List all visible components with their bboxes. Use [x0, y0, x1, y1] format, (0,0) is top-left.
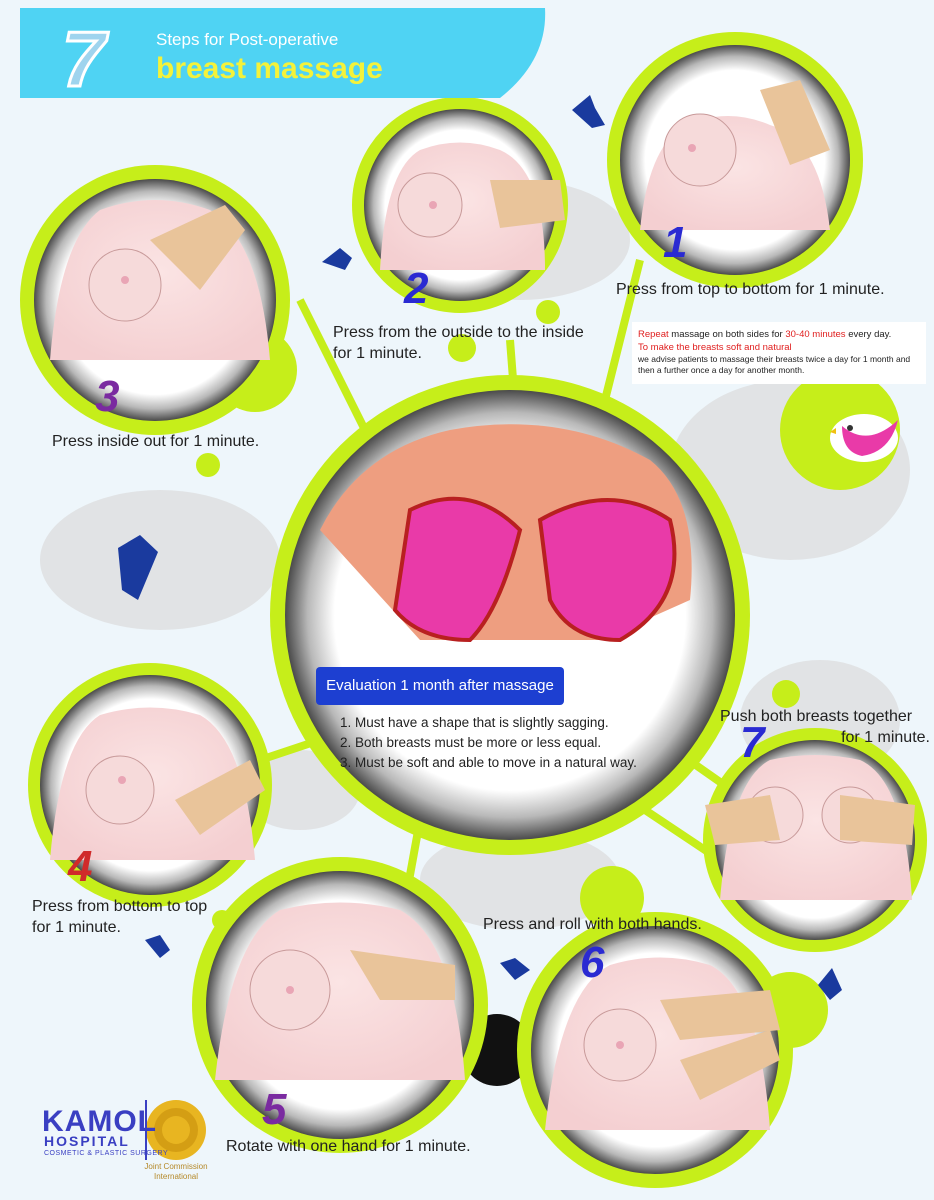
- step-4-line-1: Press from bottom to top: [32, 898, 208, 915]
- evaluation-item: 2. Both breasts must be more or less equ…: [340, 735, 602, 750]
- step-4-line-2: for 1 minute.: [32, 919, 121, 936]
- circle-step-3: [20, 165, 290, 435]
- logo-name: KAMOL: [42, 1105, 157, 1138]
- note-repeat-mid: massage on both sides for: [668, 329, 786, 340]
- circle-step-1: [607, 32, 863, 288]
- logo-sub: HOSPITAL: [44, 1133, 130, 1149]
- note-repeat-word: Repeat: [638, 329, 669, 340]
- circle-step-5: [192, 857, 488, 1153]
- header-title: breast massage: [156, 52, 383, 85]
- step-4-number: 4: [68, 842, 93, 891]
- note-soft: To make the breasts soft and natural: [638, 342, 792, 353]
- circle-step-7: [703, 728, 927, 952]
- header-band: [20, 8, 546, 98]
- evaluation-list: 1. Must have a shape that is slightly sa…: [340, 713, 637, 773]
- step-2-text: Press from the outside to the inside for…: [333, 322, 584, 364]
- step-7-line-2: for 1 minute.: [841, 729, 930, 746]
- evaluation-item: 3. Must be soft and able to move in a na…: [340, 755, 637, 770]
- circle-step-6: [517, 912, 793, 1188]
- header-number: 7: [60, 14, 106, 105]
- circle-step-2: [352, 97, 568, 313]
- logo-tagline: COSMETIC & PLASTIC SURGERY: [44, 1150, 169, 1157]
- bird-mascot: [830, 414, 898, 462]
- step-7-text: Push both breasts together for 1 minute.: [720, 706, 930, 748]
- header-subtitle: Steps for Post-operative: [156, 30, 339, 49]
- step-5-number: 5: [262, 1085, 287, 1134]
- step-7-number: 7: [740, 718, 765, 767]
- step-6-text: Press and roll with both hands.: [483, 916, 702, 933]
- step-3-text: Press inside out for 1 minute.: [52, 433, 260, 450]
- note-repeat-line: Repeat massage on both sides for 30-40 m…: [638, 328, 920, 341]
- note-repeat-minutes: 30-40 minutes: [785, 329, 846, 340]
- step-6-number: 6: [580, 938, 605, 987]
- step-7-line-1: Push both breasts together: [720, 708, 913, 725]
- massage-note: Repeat massage on both sides for 30-40 m…: [632, 322, 926, 384]
- step-3-number: 3: [95, 372, 120, 421]
- step-arrows: [118, 95, 842, 1000]
- step-2-line-2: for 1 minute.: [333, 345, 422, 362]
- step-1-number: 1: [663, 218, 688, 267]
- jci-seal: [146, 1100, 206, 1160]
- center-circle: [270, 375, 750, 855]
- circle-step-4: [28, 663, 272, 907]
- note-repeat-end: every day.: [845, 329, 892, 340]
- step-2-number: 2: [404, 264, 429, 313]
- jci-label: Joint Commission International: [144, 1162, 208, 1181]
- evaluation-title: Evaluation 1 month after massage: [316, 667, 564, 705]
- evaluation-item: 1. Must have a shape that is slightly sa…: [340, 715, 609, 730]
- step-5-text: Rotate with one hand for 1 minute.: [226, 1138, 471, 1155]
- step-1-text: Press from top to bottom for 1 minute.: [616, 281, 885, 298]
- step-4-text: Press from bottom to top for 1 minute.: [32, 896, 207, 938]
- note-advise: we advise patients to massage their brea…: [638, 354, 911, 375]
- step-2-line-1: Press from the outside to the inside: [333, 324, 584, 341]
